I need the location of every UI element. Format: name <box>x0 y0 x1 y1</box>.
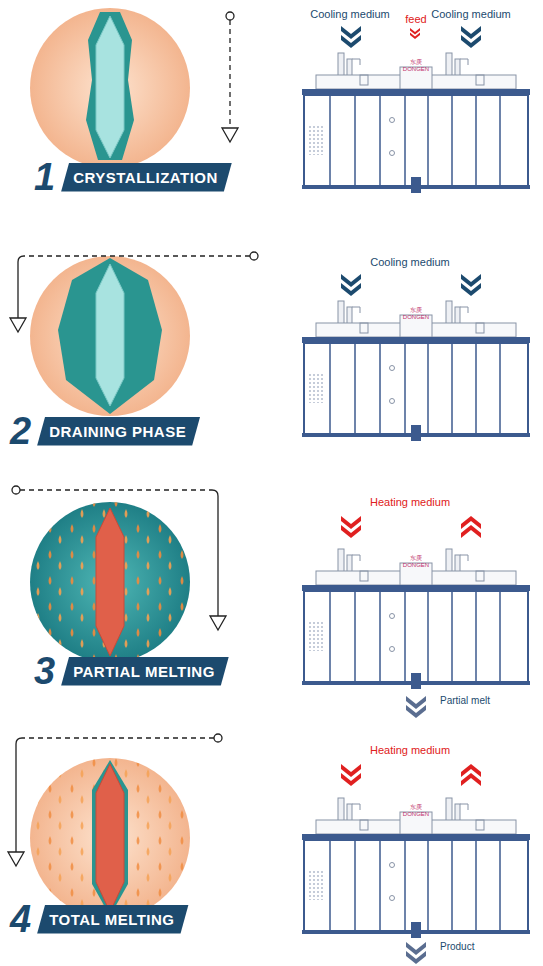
step-banner: 2DRAINING PHASE <box>10 412 200 450</box>
logo-text: 东庚 <box>410 59 422 65</box>
logo-text: DONGEN <box>403 314 429 320</box>
logo-text: 东庚 <box>410 804 422 810</box>
flow-label: Cooling medium <box>370 257 449 268</box>
flow-label: feed <box>405 14 426 25</box>
flow-chevron <box>341 26 361 48</box>
step-banner: 1CRYSTALLIZATION <box>34 158 232 196</box>
step-banner: 3PARTIAL MELTING <box>34 652 229 690</box>
logo-text: DONGEN <box>403 811 429 817</box>
logo-text: DONGEN <box>403 562 429 568</box>
crystallizer <box>302 549 530 689</box>
flow-label: Cooling medium <box>310 9 389 20</box>
flow-chevron <box>410 28 420 39</box>
flow-chevron <box>341 274 361 296</box>
crystal-circle <box>30 256 190 416</box>
flow-chevron <box>341 764 361 786</box>
crystal-circle <box>30 502 190 662</box>
step-number: 4 <box>10 900 31 938</box>
flow-chevron <box>461 274 481 296</box>
step-title: TOTAL MELTING <box>37 905 188 934</box>
step-number: 3 <box>34 652 55 690</box>
flow-leader <box>8 12 258 866</box>
flow-chevron <box>406 942 426 964</box>
flow-label: Heating medium <box>370 497 450 508</box>
flow-chevron <box>341 516 361 538</box>
step-number: 1 <box>34 158 55 196</box>
crystal-circle <box>30 758 190 918</box>
flow-chevron <box>461 764 481 786</box>
flow-label: Product <box>440 942 474 952</box>
step-banner: 4TOTAL MELTING <box>10 900 189 938</box>
crystallizer <box>302 53 530 193</box>
step-title: PARTIAL MELTING <box>61 657 229 686</box>
flow-chevron <box>406 696 426 718</box>
crystal-circle <box>30 8 190 168</box>
crystallizer <box>302 798 530 938</box>
flow-label: Heating medium <box>370 745 450 756</box>
logo-text: 东庚 <box>410 307 422 313</box>
step-title: DRAINING PHASE <box>37 417 200 446</box>
step-title: CRYSTALLIZATION <box>61 163 232 192</box>
logo-text: 东庚 <box>410 555 422 561</box>
logo-text: DONGEN <box>403 66 429 72</box>
flow-chevron <box>461 26 481 48</box>
flow-label: Partial melt <box>440 696 490 706</box>
step-number: 2 <box>10 412 31 450</box>
flow-label: Cooling medium <box>431 9 510 20</box>
flow-chevron <box>461 516 481 538</box>
crystallizer <box>302 301 530 441</box>
